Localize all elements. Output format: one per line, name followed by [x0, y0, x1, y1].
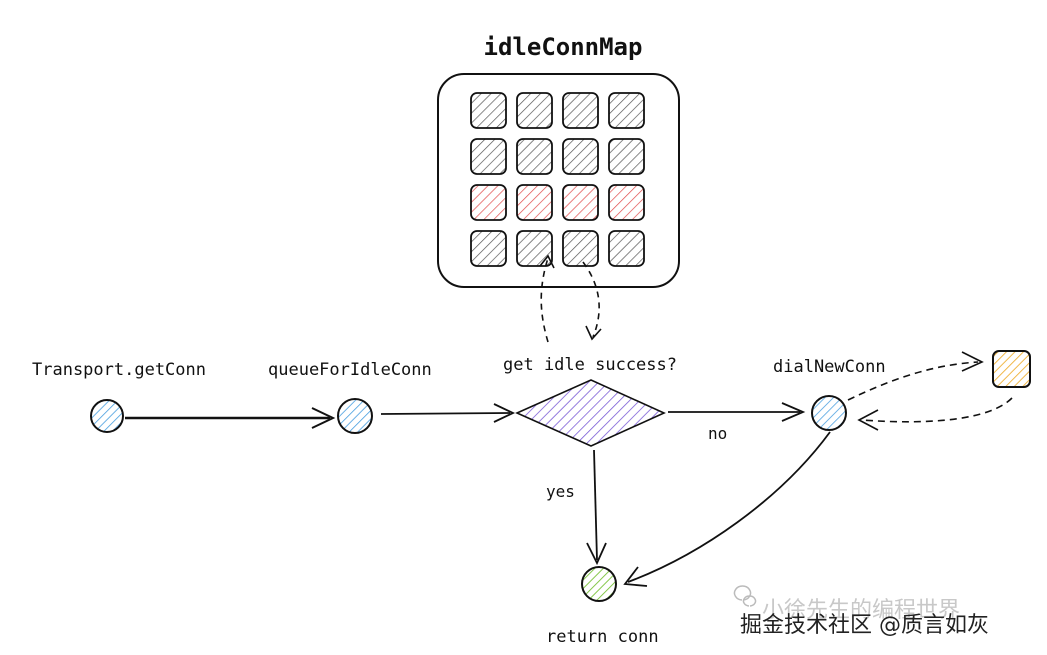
arrow-decision-to-return [593, 449, 598, 561]
conn-cell-red [470, 184, 507, 221]
arrow-decision-to-dial-head [781, 402, 806, 422]
arrow-dial-to-return-head [623, 566, 648, 587]
edge-label-no: no [708, 424, 727, 443]
node-dial-new-conn [811, 395, 847, 431]
dashed-arrow-to-map [540, 257, 549, 343]
node-decision-diamond [515, 379, 666, 447]
arrow-queue-to-decision-head [493, 403, 516, 423]
conn-cell [516, 92, 553, 129]
arrow-decision-to-return-head [586, 542, 607, 566]
dashed-arrow-to-map-head [539, 254, 555, 269]
node-transport-getconn [90, 399, 124, 433]
conn-cell [516, 230, 553, 267]
conn-cell-red [516, 184, 553, 221]
node-return-conn [581, 566, 617, 602]
conn-cell-red [608, 184, 645, 221]
arrow-dial-to-return [627, 431, 831, 583]
conn-grid [470, 92, 645, 267]
label-dial-new-conn: dialNewConn [773, 357, 886, 377]
watermark: 小徐先生的编程世界 掘金技术社区 @质言如灰 [733, 585, 989, 638]
conn-cell [470, 92, 507, 129]
dashed-arrow-external-to-dial-head [857, 409, 879, 431]
conn-cell [562, 138, 599, 175]
label-queue-for-idle-conn: queueForIdleConn [268, 360, 432, 380]
conn-cell-red [562, 184, 599, 221]
conn-cell [562, 92, 599, 129]
arrow-queue-to-decision [380, 412, 511, 415]
label-get-idle-success: get idle success? [503, 355, 677, 375]
conn-cell [608, 92, 645, 129]
wechat-icon [733, 585, 757, 607]
dashed-arrow-from-map [582, 261, 600, 338]
conn-cell [516, 138, 553, 175]
watermark-line2: 掘金技术社区 @质言如灰 [740, 613, 989, 638]
conn-cell [608, 138, 645, 175]
dashed-arrow-dial-to-external [847, 361, 979, 401]
watermark-line1: 小徐先生的编程世界 [762, 598, 960, 623]
idle-conn-map-box [437, 73, 680, 288]
dashed-arrow-external-to-dial [861, 397, 1013, 423]
label-transport-getconn: Transport.getConn [32, 360, 206, 380]
edge-label-yes: yes [546, 482, 575, 501]
dashed-arrow-from-map-head [585, 325, 602, 341]
node-queue-for-idle-conn [337, 398, 373, 434]
conn-cell [470, 138, 507, 175]
conn-cell [608, 230, 645, 267]
arrow-getconn-to-queue-head [311, 407, 336, 429]
conn-cell [470, 230, 507, 267]
conn-cell [562, 230, 599, 267]
label-return-conn: return conn [546, 627, 659, 647]
dashed-arrow-dial-to-external-head [961, 351, 984, 372]
node-external-conn [992, 350, 1031, 388]
map-title: idleConnMap [484, 33, 643, 61]
